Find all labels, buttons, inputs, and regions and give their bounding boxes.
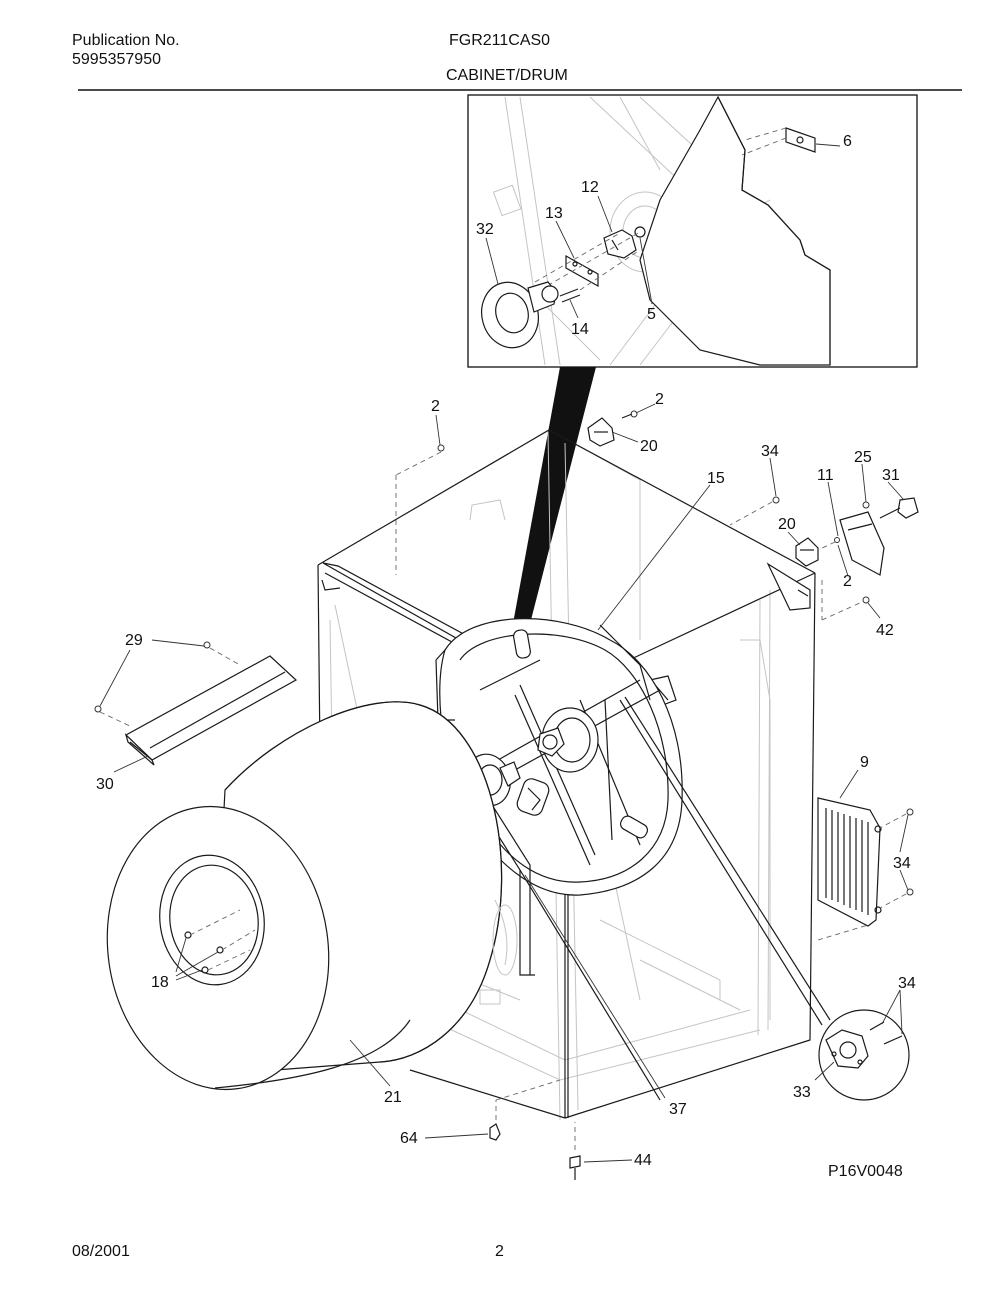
callout-12: 12 — [581, 179, 599, 196]
callout-30: 30 — [96, 776, 114, 793]
leader-lines — [99, 403, 909, 1163]
callout-31: 31 — [882, 467, 900, 484]
callout-14: 14 — [571, 321, 589, 338]
model-number: FGR211CAS0 — [449, 32, 551, 49]
callout-64: 64 — [400, 1130, 418, 1147]
bottom-parts — [489, 1079, 581, 1180]
callouts: 6 12 13 32 14 5 2 2 20 34 15 11 25 31 20… — [96, 133, 916, 1180]
callout-13: 13 — [545, 205, 563, 222]
section-title: CABINET/DRUM — [446, 67, 568, 84]
callout-21: 21 — [384, 1089, 402, 1106]
footer-date: 08/2001 — [72, 1243, 130, 1260]
page-number: 2 — [495, 1243, 504, 1260]
callout-2-left: 2 — [431, 398, 440, 415]
callout-25: 25 — [854, 449, 872, 466]
callout-32: 32 — [476, 221, 494, 238]
callout-20-top: 20 — [640, 438, 658, 455]
callout-34-vent: 34 — [893, 855, 911, 872]
callout-44: 44 — [634, 1152, 652, 1169]
publication-number: 5995357950 — [72, 51, 161, 68]
rear-parts — [395, 410, 919, 1101]
callout-2-top: 2 — [655, 391, 664, 408]
callout-18: 18 — [151, 974, 169, 991]
callout-34-top: 34 — [761, 443, 779, 460]
callout-37: 37 — [669, 1101, 687, 1118]
callout-11: 11 — [817, 467, 834, 484]
callout-34-detail: 34 — [898, 975, 916, 992]
callout-33: 33 — [793, 1084, 811, 1101]
callout-2-right: 2 — [843, 573, 852, 590]
callout-42: 42 — [876, 622, 894, 639]
callout-15: 15 — [707, 470, 725, 487]
drum — [106, 701, 518, 1091]
callout-20-right: 20 — [778, 516, 796, 533]
inset-detail — [467, 94, 918, 368]
callout-9: 9 — [860, 754, 869, 771]
diagram-code: P16V0048 — [828, 1163, 903, 1180]
callout-5: 5 — [647, 306, 656, 323]
callout-6: 6 — [843, 133, 852, 150]
toe-panel — [94, 641, 298, 766]
publication-label: Publication No. — [72, 32, 180, 49]
callout-29: 29 — [125, 632, 143, 649]
